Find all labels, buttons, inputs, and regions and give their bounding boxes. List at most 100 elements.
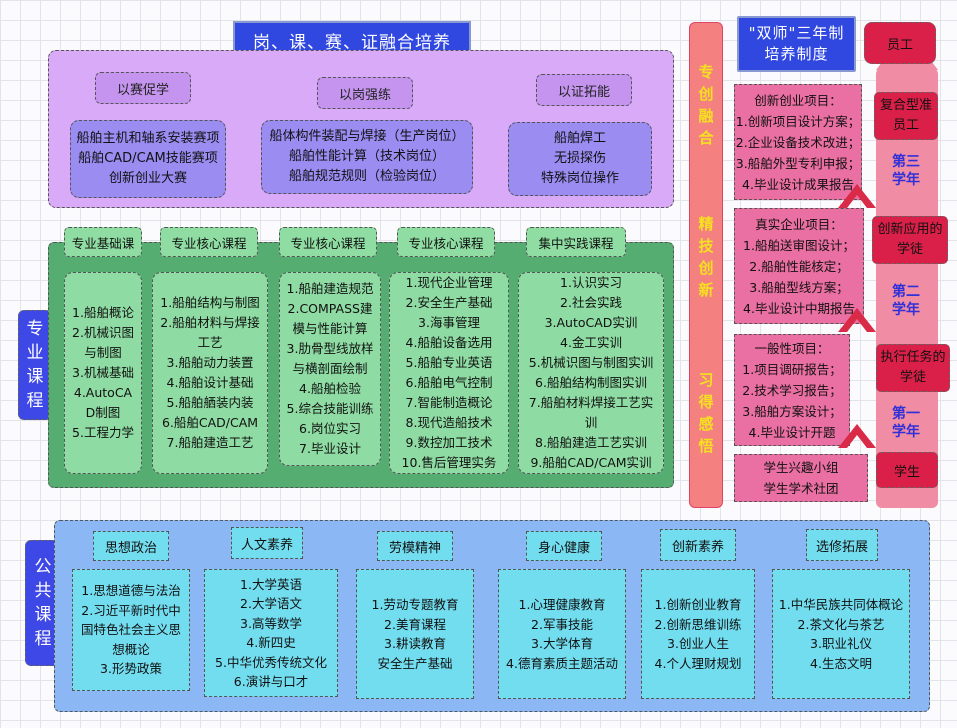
course-item: 4.船舶检验 (299, 381, 361, 396)
group-line: 船体构件装配与焊接（生产岗位） (269, 129, 465, 144)
role-innovative-apprentice: 创新应用的学徒 (872, 216, 948, 264)
project-line: 4.毕业设计开题 (748, 424, 836, 440)
public-list-electives: 1.中华民族共同体概论 2.茶文化与茶艺 3.职业礼仪 4.生态文明 (772, 569, 910, 699)
course-list-core-2: 1.船舶建造规范 2.COMPASS建 模与性能计算 3.肋骨型线放样 与横剖面… (279, 272, 381, 466)
label-char: 专 (26, 319, 44, 339)
course-item: 3.职业礼仪 (810, 636, 872, 651)
project-line: 3.船舶方案设计； (742, 403, 842, 419)
course-list-foundation: 1.船舶概论 2.机械识图 与制图 3.机械基础 4.AutoCA D制图 5.… (64, 272, 142, 474)
public-head-health: 身心健康 (526, 531, 602, 561)
year-second: 第二学年 (892, 284, 920, 318)
course-item: 3.大学体育 (531, 636, 593, 651)
fusion-char: 技 (698, 237, 714, 255)
group-line: 船舶规范规则（检验岗位） (288, 169, 445, 184)
project-box-enterprise: 真实企业项目： 1.船舶送审图设计； 2.船舶性能核定； 3.船舶型线方案； 4… (734, 208, 864, 324)
group-line: 船舶CAD/CAM技能赛项 (78, 151, 218, 166)
fusion-char: 创 (698, 259, 714, 277)
course-item: 6.演讲与口才 (233, 674, 309, 689)
course-item: 安全生产基础 (377, 655, 453, 671)
project-line: 1.项目调研报告； (742, 361, 842, 377)
course-item: 7.船舶建造工艺 (166, 435, 254, 450)
project-line: 3.船舶外型专利申报； (735, 155, 861, 171)
course-item: 1.创新创业教育 (654, 597, 742, 612)
group-body-job: 船体构件装配与焊接（生产岗位） 船舶性能计算（技术岗位） 船舶规范规则（检验岗位… (261, 120, 473, 194)
course-item: 4.新四史 (246, 635, 296, 650)
course-item: 4.金工实训 (560, 335, 622, 350)
course-item: 与制图 (84, 345, 122, 360)
project-box-general: 一般性项目： 1.项目调研报告； 2.技术学习报告； 3.船舶方案设计； 4.毕… (734, 334, 850, 446)
course-item: 1.大学英语 (240, 576, 302, 592)
group-line: 船舶性能计算（技术岗位） (288, 149, 445, 164)
role-student: 学生 (876, 452, 938, 488)
course-item: 9.数控加工技术 (405, 435, 493, 450)
year-third: 第三学年 (892, 154, 920, 188)
course-item: 1.认识实习 (560, 275, 622, 290)
project-line: 真实企业项目： (755, 216, 843, 232)
project-line: 2.企业设备技术改进； (735, 134, 861, 150)
course-item: 2.茶文化与茶艺 (797, 616, 885, 632)
project-line: 1.船舶送审图设计； (743, 237, 855, 253)
course-item: 4.AutoCA (73, 385, 133, 400)
professional-courses-label: 专 业 课 程 (18, 310, 52, 420)
label-char: 课 (34, 605, 52, 625)
project-line: 一般性项目： (754, 340, 830, 356)
course-item: 2.军事技能 (531, 616, 593, 632)
project-line: 4.毕业设计成果报告 (742, 176, 854, 192)
course-item: 6.船舶CAD/CAM (161, 415, 259, 430)
course-item: 训 (584, 415, 598, 430)
course-item: 7.毕业设计 (299, 441, 361, 456)
public-head-labor: 劳模精神 (377, 531, 453, 561)
course-item: 5.船舶专业英语 (405, 355, 493, 370)
course-item: 1.船舶建造规范 (286, 281, 374, 296)
course-head-practice: 集中实践课程 (526, 227, 626, 257)
chevron-up-icon (838, 424, 876, 448)
fusion-char: 感 (698, 415, 714, 433)
label-char: 课 (26, 367, 44, 387)
course-item: 模与性能计算 (292, 321, 368, 336)
course-item: 1.船舶概论 (72, 305, 134, 320)
group-line: 船舶焊工 (553, 131, 606, 146)
project-line: 4.毕业设计中期报告 (743, 300, 855, 316)
course-item: 3.创业人生 (667, 636, 729, 651)
public-list-ideology: 1.思想道德与法治 2.习近平新时代中 国特色社会主义思 想概论 3.形势政策 (72, 569, 190, 691)
year-first: 第一学年 (892, 406, 920, 440)
public-head-innovation: 创新素养 (660, 529, 736, 561)
fusion-char: 融 (698, 107, 714, 125)
course-head-core-1: 专业核心课程 (160, 227, 258, 257)
course-item: 2.大学语文 (240, 596, 302, 611)
course-item: 国特色社会主义思 (80, 622, 181, 638)
course-item: 3.船舶动力装置 (166, 355, 254, 370)
course-item: 3.肋骨型线放样 (286, 341, 374, 356)
course-head-core-2: 专业核心课程 (279, 227, 377, 257)
course-item: 2.习近平新时代中 (81, 602, 181, 618)
label-char: 程 (26, 391, 44, 411)
course-item: 2.船舶材料与焊接 (160, 315, 260, 330)
public-head-electives: 选修拓展 (806, 529, 878, 561)
group-line: 特殊岗位操作 (540, 171, 619, 186)
group-body-competition: 船舶主机和轴系安装赛项 船舶CAD/CAM技能赛项 创新创业大赛 (70, 120, 226, 198)
fusion-char: 合 (698, 129, 714, 147)
chevron-up-icon (838, 308, 876, 332)
course-item: 1.思想道德与法治 (81, 583, 181, 599)
role-prospective-employee: 复合型准员工 (874, 92, 938, 140)
course-item: 与横剖面绘制 (292, 361, 368, 376)
course-item: 1.中华民族共同体概论 (778, 597, 904, 612)
course-item: 8.船舶建造工艺实训 (535, 435, 647, 450)
project-line: 学生兴趣小组 (763, 460, 839, 475)
course-item: 5.工程力学 (72, 425, 134, 440)
course-item: 1.现代企业管理 (405, 275, 493, 290)
course-item: 2.COMPASS建 (287, 301, 373, 316)
fusion-char: 悟 (698, 437, 714, 455)
project-line: 2.技术学习报告； (742, 382, 842, 398)
course-item: 2.安全生产基础 (405, 295, 493, 310)
group-line: 船舶主机和轴系安装赛项 (76, 131, 220, 146)
fusion-char: 得 (698, 393, 714, 411)
role-employee: 员工 (864, 22, 936, 64)
course-item: 3.高等数学 (240, 615, 302, 631)
course-item: 9.船舶CAD/CAM实训 (530, 455, 652, 470)
course-list-core-1: 1.船舶结构与制图 2.船舶材料与焊接 工艺 3.船舶动力装置 4.船舶设计基础… (152, 272, 268, 474)
fusion-char: 创 (698, 85, 714, 103)
fusion-phrase-2: 精 技 创 新 (690, 213, 722, 301)
project-line: 3.船舶型线方案； (749, 279, 849, 295)
project-line: 1.创新项目设计方案； (735, 113, 861, 129)
